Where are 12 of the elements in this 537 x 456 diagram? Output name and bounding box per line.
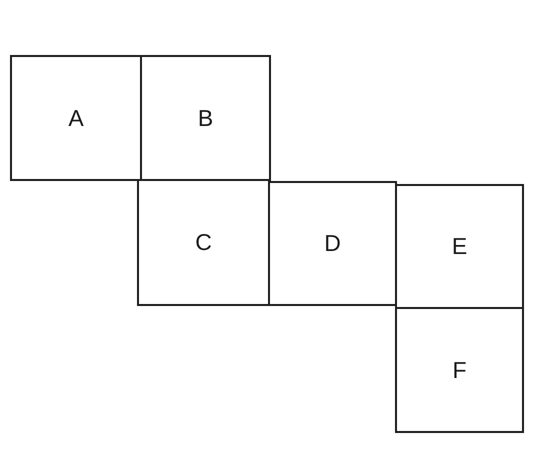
- face-letter: E: [452, 235, 468, 258]
- face-letter: C: [195, 231, 212, 254]
- face-letter: F: [452, 358, 467, 382]
- face-letter: A: [68, 106, 84, 130]
- square-face: [10, 55, 142, 181]
- face-letter: B: [198, 106, 214, 130]
- square-face: [395, 184, 524, 309]
- square-face: [268, 181, 397, 306]
- face-letter: D: [324, 232, 341, 255]
- square-face: [395, 307, 524, 433]
- square-face: [140, 55, 271, 181]
- square-face: [137, 179, 270, 306]
